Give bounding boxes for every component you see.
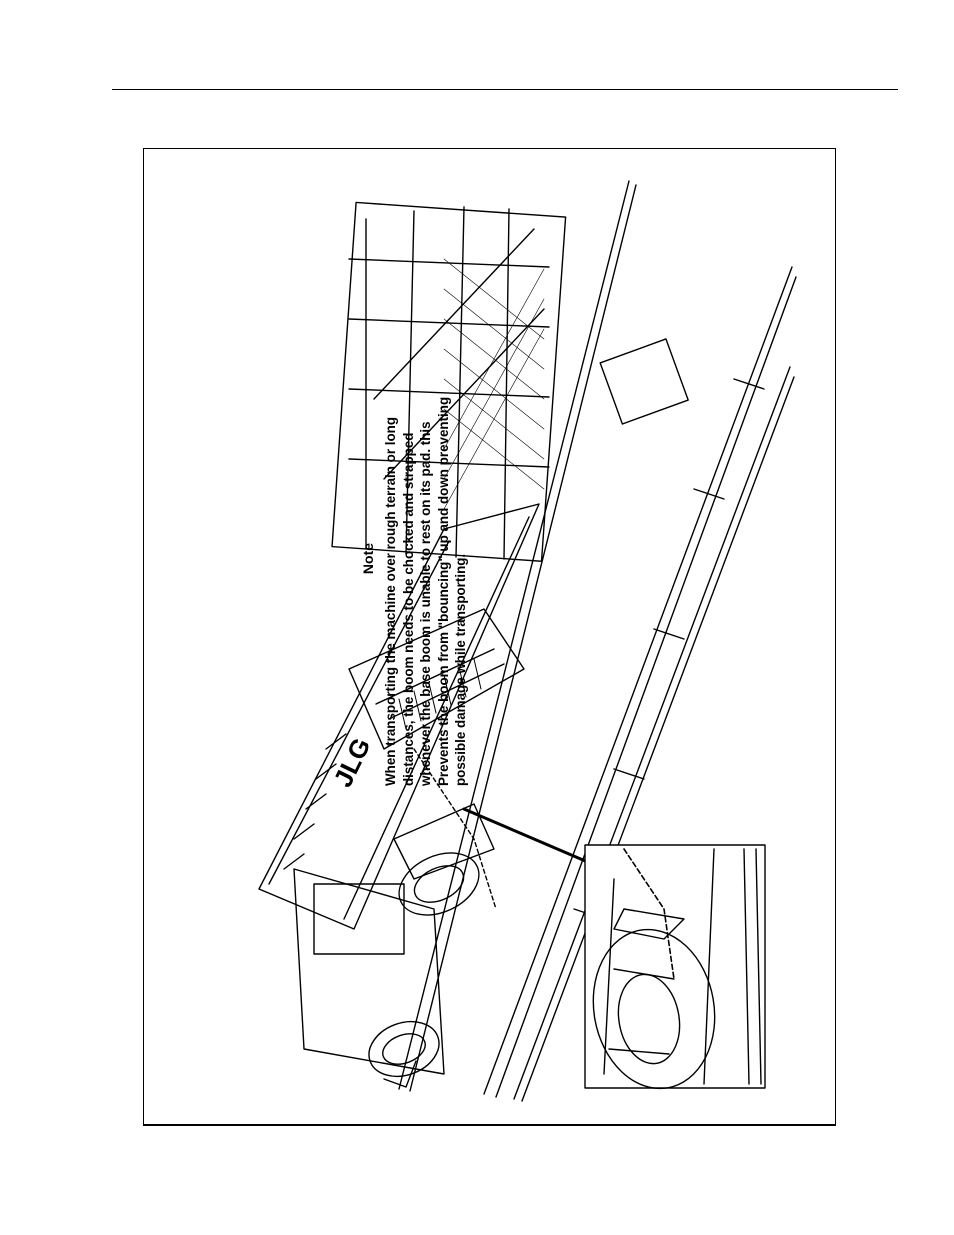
note-block: Note When transporting the machine over …	[360, 331, 835, 786]
figure-frame: JLG Note When transporting the machine o…	[143, 148, 836, 1126]
header-rule	[112, 89, 898, 90]
note-line: distances, the boom needs to be chocked …	[400, 432, 416, 786]
note-line: possible damage while transporting.	[453, 553, 469, 786]
note-line: whenever the base boom is unable to rest…	[418, 421, 434, 786]
note-line: When transporting the machine over rough…	[383, 416, 398, 786]
note-title: Note	[360, 542, 376, 575]
machine-transport-illustration: JLG	[258, 180, 797, 1102]
note-line: Prevents the boom from "bouncing" up and…	[435, 396, 451, 786]
note-body: When transporting the machine over rough…	[382, 331, 470, 786]
